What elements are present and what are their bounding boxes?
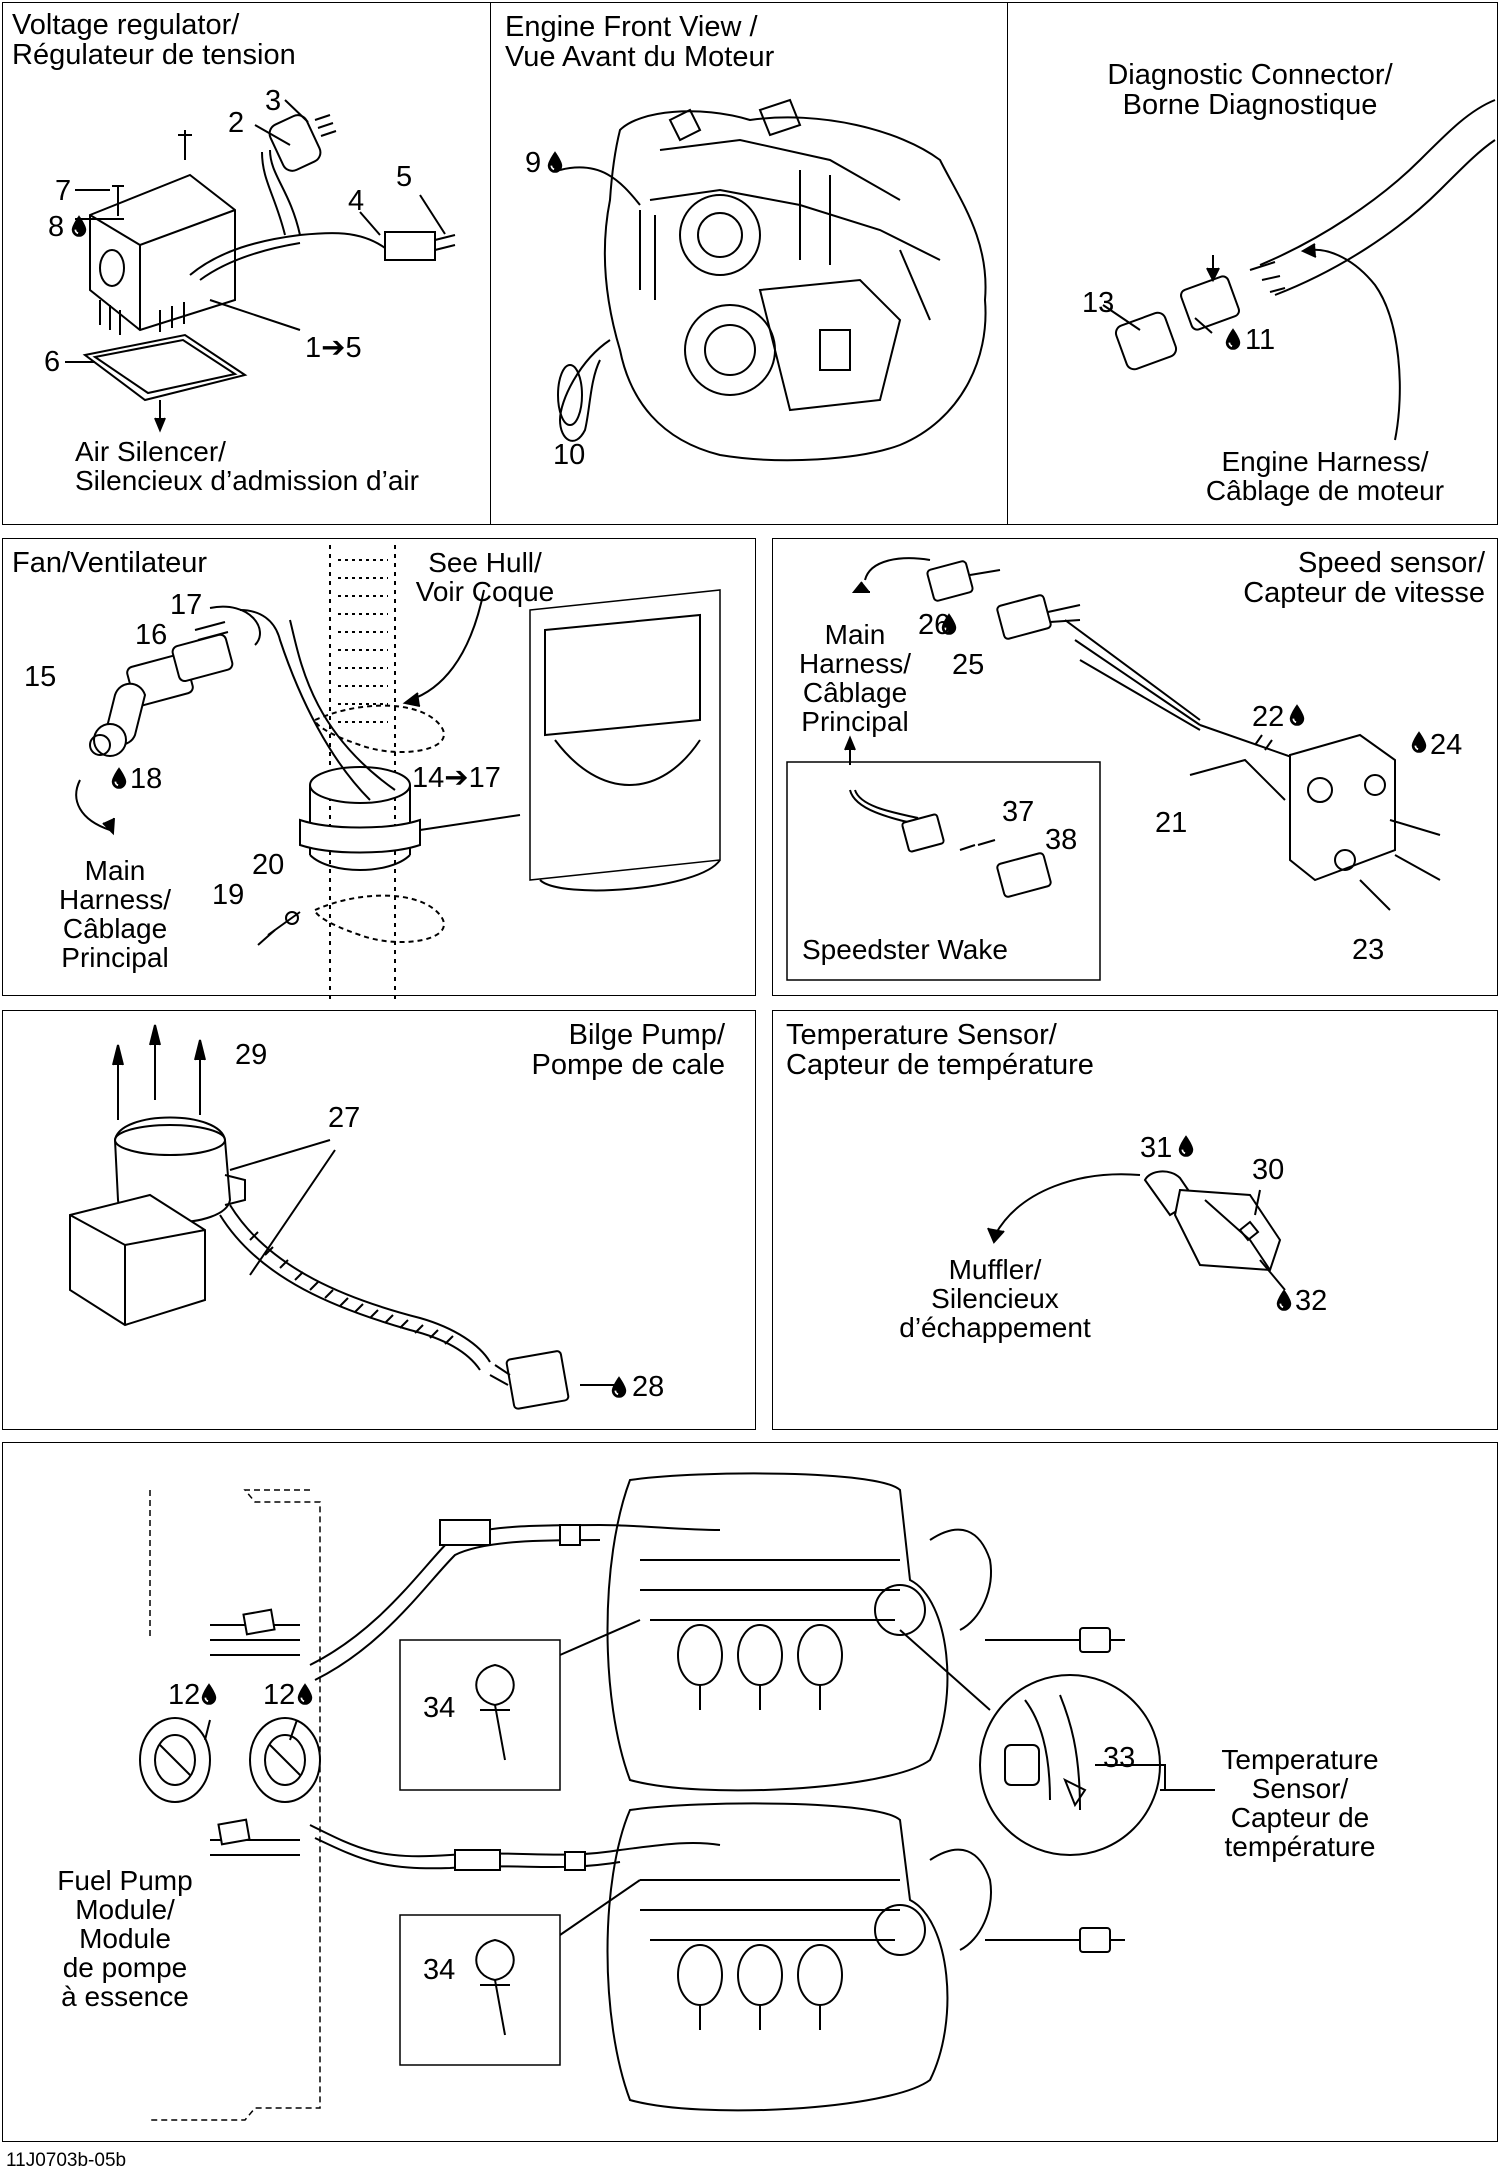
callout-37: 37 [1002,796,1035,828]
callout-5: 5 [396,161,413,193]
voltage-regulator-drawing [65,99,456,433]
muffler-label: Muffler/ Silencieux d’échappement [899,1254,1091,1343]
callout-1: 1➔5 [305,332,362,364]
engine-routing-drawing [139,1472,1215,2121]
diagnostic-connector-drawing [1102,99,1496,441]
callout-7: 7 [55,175,72,207]
panel-diagnostic-connector [1007,2,1498,525]
callout-12-right: 12 [263,1679,296,1711]
speedster-wake-label: Speedster Wake [802,934,1008,965]
callout-15: 15 [24,661,57,693]
callout-13: 13 [1082,287,1115,319]
arrow-right-icon: ➔ [321,332,346,364]
callout-10: 10 [553,439,586,471]
callout-31: 31 [1140,1132,1173,1164]
panel-fan [2,538,756,996]
callout-34-upper: 34 [423,1692,456,1724]
callout-38: 38 [1045,824,1078,856]
callout-16: 16 [135,619,168,651]
routing-temperature-sensor-label: Temperature Sensor/ Capteur de températu… [1221,1744,1379,1862]
callout-8: 8 [48,211,65,243]
panel-voltage-regulator [2,2,492,525]
engine-harness-label: Engine Harness/ Câblage de moteur [1205,446,1445,506]
fuel-pump-module-label: Fuel Pump Module/ Module de pompe à esse… [57,1865,193,2012]
air-silencer-label: Air Silencer/ Silencieux d’admission d’a… [75,436,419,496]
callout-23: 23 [1352,934,1385,966]
callout-27: 27 [328,1102,361,1134]
see-hull-label: See Hull/ Voir Coque [415,547,555,607]
callout-24: 24 [1430,729,1463,761]
temperature-sensor-title: Temperature Sensor/ Capteur de températu… [786,1019,1094,1081]
callout-29: 29 [235,1039,268,1071]
figure-reference: 11J0703b-05b [6,2150,127,2171]
callout-33: 33 [1103,1742,1136,1774]
panel-temperature-sensor [772,1010,1498,1430]
speed-sensor-drawing [786,557,1441,981]
temperature-sensor-drawing [987,1170,1286,1291]
fan-main-harness-label: Main Harness/ Câblage Principal [58,855,172,973]
callout-19: 19 [212,879,245,911]
callout-12-left: 12 [168,1679,201,1711]
callout-18: 18 [130,763,163,795]
callout-26: 26 [918,609,951,641]
arrow-right-icon: ➔ [444,762,469,794]
callout-6: 6 [44,346,61,378]
engine-front-view-title: Engine Front View / Vue Avant du Moteur [505,11,775,73]
callout-30: 30 [1252,1154,1285,1186]
callout-28: 28 [632,1371,665,1403]
bilge-pump-drawing [69,1024,615,1410]
callout-14: 14➔17 [412,762,501,794]
diagnostic-connector-title: Diagnostic Connector/ Borne Diagnostique [1107,59,1393,121]
fan-drawing [75,545,721,1000]
voltage-regulator-title: Voltage regulator/ Régulateur de tension [12,9,296,71]
callout-21: 21 [1155,807,1188,839]
callout-4: 4 [348,185,365,217]
speed-main-harness-label: Main Harness/ Câblage Principal [798,619,912,737]
bilge-pump-title: Bilge Pump/ Pompe de cale [531,1019,725,1081]
callout-34-lower: 34 [423,1954,456,1986]
callout-3: 3 [265,85,282,117]
speed-sensor-title: Speed sensor/ Capteur de vitesse [1243,547,1485,609]
callout-9: 9 [525,147,542,179]
callout-2: 2 [228,107,245,139]
callout-17: 17 [170,589,203,621]
callout-11: 11 [1245,324,1276,356]
fan-title: Fan/Ventilateur [12,547,208,579]
engine-front-drawing [557,98,987,462]
callout-22: 22 [1252,701,1285,733]
callout-25: 25 [952,649,985,681]
callout-32: 32 [1295,1285,1328,1317]
callout-20: 20 [252,849,285,881]
